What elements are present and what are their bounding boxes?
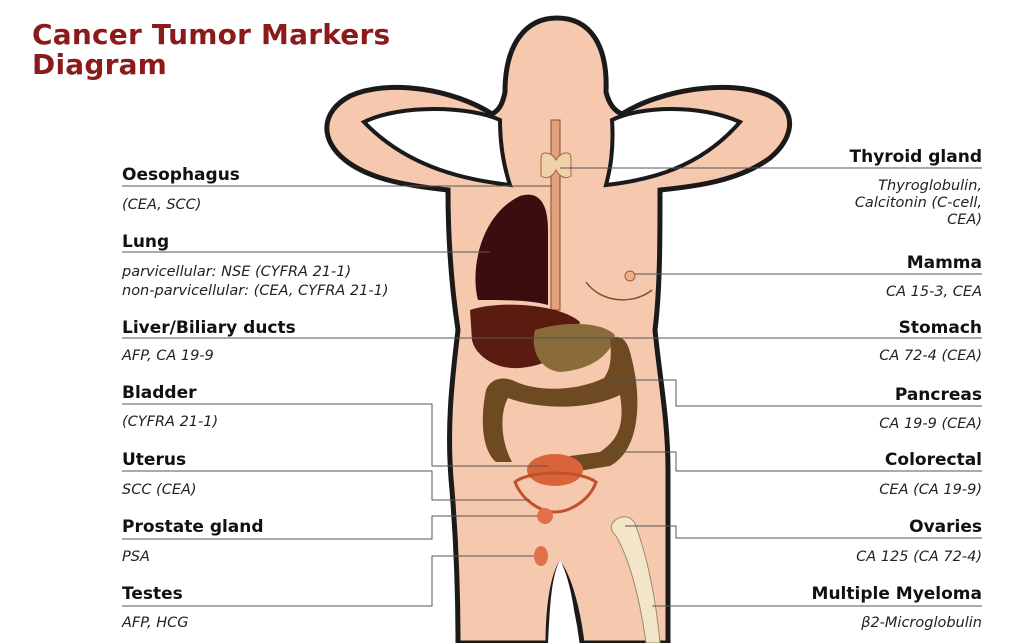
marker-bladder: (CYFRA 21-1) [122,414,218,430]
label-lung: Lung [122,232,169,252]
marker-lung-1: parvicellular: NSE (CYFRA 21-1) [122,264,351,280]
marker-thyroid-2: Calcitonin (C-cell, [855,195,982,212]
marker-thyroid-3: CEA) [855,212,982,229]
marker-myeloma: β2-Microglobulin [861,615,982,631]
label-pancreas: Pancreas [895,385,982,405]
bladder-organ [527,454,583,486]
marker-lung-2: non-parvicellular: (CEA, CYFRA 21-1) [122,283,389,299]
marker-colorectal: CEA (CA 19-9) [879,482,982,498]
label-stomach: Stomach [899,318,982,338]
marker-stomach: CA 72-4 (CEA) [879,348,982,364]
marker-pancreas: CA 19-9 (CEA) [879,416,982,432]
title-line-2: Diagram [32,50,390,80]
label-oesophagus: Oesophagus [122,165,240,185]
label-thyroid: Thyroid gland [850,147,983,167]
marker-liver: AFP, CA 19-9 [122,348,214,364]
marker-testes: AFP, HCG [122,615,189,631]
label-myeloma: Multiple Myeloma [812,584,982,604]
testes-organ [534,546,548,566]
label-ovaries: Ovaries [909,517,982,537]
title-line-1: Cancer Tumor Markers [32,20,390,50]
diagram-title: Cancer Tumor Markers Diagram [32,20,390,80]
label-prostate: Prostate gland [122,517,264,537]
marker-uterus: SCC (CEA) [122,482,197,498]
marker-thyroid-1: Thyroglobulin, [855,178,982,195]
label-liver: Liver/Biliary ducts [122,318,296,338]
oesophagus-organ [551,120,560,310]
marker-ovaries: CA 125 (CA 72-4) [856,549,982,565]
marker-mamma: CA 15-3, CEA [886,284,982,300]
marker-oesophagus: (CEA, SCC) [122,197,201,213]
label-mamma: Mamma [907,253,982,273]
label-uterus: Uterus [122,450,186,470]
label-testes: Testes [122,584,183,604]
mamma-nipple [625,271,635,281]
marker-thyroid: Thyroglobulin, Calcitonin (C-cell, CEA) [855,178,982,229]
marker-prostate: PSA [122,549,150,565]
label-colorectal: Colorectal [885,450,982,470]
label-bladder: Bladder [122,383,197,403]
prostate-organ [537,508,553,524]
